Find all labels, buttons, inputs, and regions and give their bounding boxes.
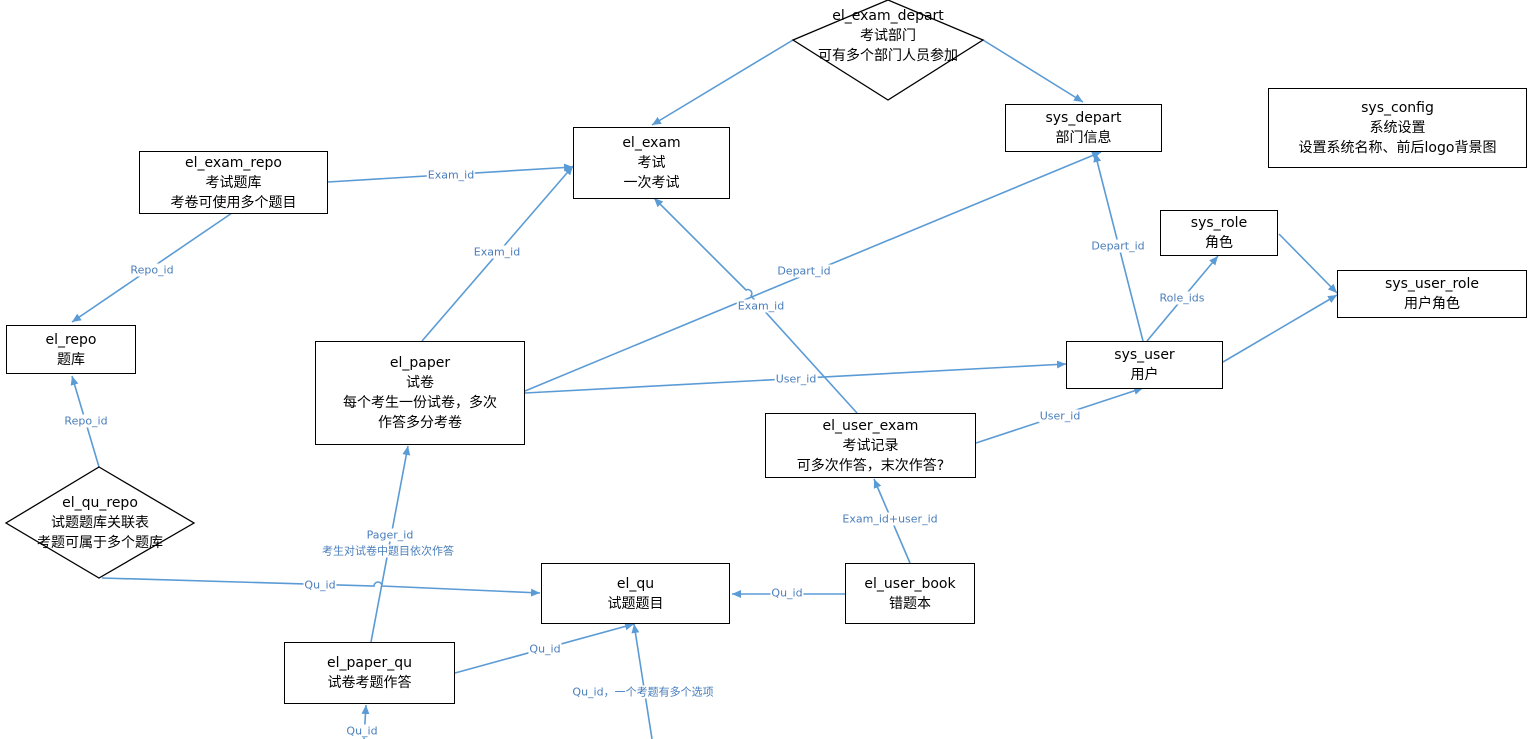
el-qu-repo-diamond xyxy=(4,466,196,579)
entity-name: el_user_exam xyxy=(822,417,919,434)
entity-name: sys_role xyxy=(1190,215,1248,231)
sys-depart-box: sys_depart 部门信息 xyxy=(1005,104,1162,152)
edge-label-user-book-qu: Qu_id xyxy=(770,586,804,600)
el-user-exam-box: el_user_exam 考试记录 可多次作答，末次作答? xyxy=(765,413,976,478)
entity-description: 一次考试 xyxy=(623,175,680,191)
edge-label-paper-qu-paper-note: 考生对试卷中题目依次作答 xyxy=(321,544,455,558)
edge-label-paper-qu-paper: Pager_id xyxy=(365,528,415,542)
sys-config-box: sys_config 系统设置 设置系统名称、前后logo背景图 xyxy=(1268,88,1527,168)
entity-description: 可有多个部门人员参加 xyxy=(818,48,958,64)
edge-paper-qu-to-paper xyxy=(370,445,411,643)
entity-name: sys_depart xyxy=(1045,110,1122,126)
edge-sys-role-to-sys-user-role xyxy=(1278,233,1338,294)
el-exam-depart-text: el_exam_depart 考试部门 可有多个部门人员参加 xyxy=(793,5,983,67)
edge-label-paper-depart: Depart_id xyxy=(776,264,832,278)
sys-user-role-box: sys_user_role 用户角色 xyxy=(1337,270,1527,318)
entity-title: 考试部门 xyxy=(860,28,916,44)
entity-title: 考试记录 xyxy=(842,437,899,454)
entity-title: 试卷 xyxy=(406,375,434,391)
edge-label-user-book-user-exam: Exam_id+user_id xyxy=(841,512,939,526)
edge-label-answer-qu: Qu_id，一个考题有多个选项 xyxy=(571,685,715,699)
el-paper-qu-box: el_paper_qu 试卷考题作答 xyxy=(284,642,455,704)
entity-title: 试题题库关联表 xyxy=(51,515,149,531)
edge-label-paper-qu-qu: Qu_id xyxy=(528,642,562,656)
el-qu-repo-text: el_qu_repo 试题题库关联表 考题可属于多个题库 xyxy=(6,492,194,554)
edge-answer-to-qu xyxy=(631,623,653,739)
edge-label-exam-repo-repo: Repo_id xyxy=(129,263,175,277)
edge-sys-user-to-sys-user-role xyxy=(1222,294,1338,363)
entity-name: el_exam_depart xyxy=(832,8,944,24)
entity-description-2: 作答多分考卷 xyxy=(378,415,462,431)
entity-name: el_qu_repo xyxy=(62,495,138,511)
entity-title: 部门信息 xyxy=(1055,130,1112,146)
entity-description: 每个考生一份试卷，多次 xyxy=(343,395,497,411)
edge-label-user-exam-exam: Exam_id xyxy=(736,299,786,313)
el-repo-box: el_repo 题库 xyxy=(6,325,136,374)
sys-user-box: sys_user 用户 xyxy=(1066,341,1223,389)
edge-user-exam-to-exam xyxy=(653,197,858,414)
edge-label-user-exam-user: User_id xyxy=(1038,409,1082,423)
entity-title: 用户 xyxy=(1130,367,1159,383)
entity-title: 错题本 xyxy=(889,595,931,612)
entity-title: 题库 xyxy=(57,351,85,368)
entity-title: 系统设置 xyxy=(1369,120,1426,136)
edge-label-user-depart: Depart_id xyxy=(1090,239,1146,253)
entity-name: el_paper_qu xyxy=(327,655,412,671)
entity-title: 试卷考题作答 xyxy=(327,675,412,691)
edge-label-qu-repo-repo: Repo_id xyxy=(63,414,109,428)
entity-description: 考题可属于多个题库 xyxy=(37,535,163,551)
el-exam-depart-diamond xyxy=(791,0,985,101)
entity-description: 设置系统名称、前后logo背景图 xyxy=(1298,140,1497,156)
el-qu-box: el_qu 试题题目 xyxy=(541,563,730,624)
edge-label-bottom-paper-qu: Qu_id xyxy=(345,724,379,738)
entity-name: el_qu xyxy=(616,575,655,592)
edge-label-user-role: Role_ids xyxy=(1158,291,1206,305)
entity-title: 用户角色 xyxy=(1404,296,1460,312)
entity-name: sys_user_role xyxy=(1385,276,1479,292)
entity-name: el_repo xyxy=(45,331,97,348)
edge-exam-depart-to-sys-depart xyxy=(982,39,1084,103)
edge-label-qu-repo-qu: Qu_id xyxy=(303,578,337,592)
edge-label-paper-user: User_id xyxy=(774,372,818,386)
entity-title: 角色 xyxy=(1205,235,1233,251)
edge-label-exam-repo-exam: Exam_id xyxy=(426,168,476,182)
entity-title: 考试题库 xyxy=(205,174,262,191)
el-paper-box: el_paper 试卷 每个考生一份试卷，多次 作答多分考卷 xyxy=(315,341,525,445)
entity-name: el_user_book xyxy=(864,575,956,592)
el-user-book-box: el_user_book 错题本 xyxy=(845,563,975,624)
entity-title: 考试 xyxy=(637,155,666,171)
entity-title: 试题题目 xyxy=(607,595,664,612)
entity-name: el_exam xyxy=(622,135,681,151)
el-exam-box: el_exam 考试 一次考试 xyxy=(573,127,730,199)
sys-role-box: sys_role 角色 xyxy=(1160,210,1278,256)
entity-description: 考卷可使用多个题目 xyxy=(170,194,297,211)
entity-name: el_paper xyxy=(389,355,451,371)
entity-name: el_exam_repo xyxy=(185,154,282,171)
edge-exam-depart-to-exam xyxy=(651,39,794,126)
el-exam-repo-box: el_exam_repo 考试题库 考卷可使用多个题目 xyxy=(139,151,328,214)
edge-label-paper-exam: Exam_id xyxy=(472,245,522,259)
entity-name: sys_user xyxy=(1114,347,1175,363)
entity-name: sys_config xyxy=(1361,100,1434,116)
entity-description: 可多次作答，末次作答? xyxy=(796,457,945,474)
